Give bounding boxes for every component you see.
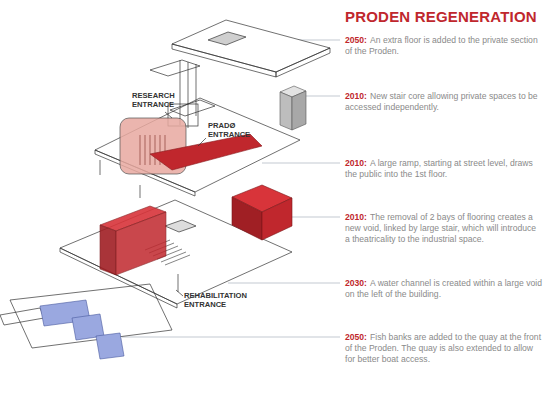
ramp xyxy=(150,134,262,170)
year-label: 2050: xyxy=(345,332,367,342)
entrance-label: REHABILITATION ENTRANCE xyxy=(184,292,264,309)
entrance-leaders xyxy=(165,112,206,296)
note-text: A water channel is created within a larg… xyxy=(345,278,542,299)
note-text: The removal of 2 bays of flooring create… xyxy=(345,212,536,244)
note-text: An extra floor is added to the private s… xyxy=(345,35,538,56)
stair-core xyxy=(280,86,306,130)
timeline-note: 2010:New stair core allowing private spa… xyxy=(345,91,543,113)
timeline-note: 2050:Fish banks are added to the quay at… xyxy=(345,332,543,365)
entrance-label: PRADØ ENTRANCE xyxy=(208,122,258,139)
diagram-title: PRODEN REGENERATION xyxy=(345,8,537,25)
timeline-note: 2030:A water channel is created within a… xyxy=(345,278,543,300)
note-text: New stair core allowing private spaces t… xyxy=(345,91,538,112)
year-label: 2030: xyxy=(345,278,367,288)
year-label: 2010: xyxy=(345,91,367,101)
note-text: Fish banks are added to the quay at the … xyxy=(345,332,541,364)
year-label: 2010: xyxy=(345,158,367,168)
fish-banks xyxy=(40,300,124,359)
timeline-note: 2010:A large ramp, starting at street le… xyxy=(345,158,543,180)
note-text: A large ramp, starting at street level, … xyxy=(345,158,533,179)
red-void-cube xyxy=(232,185,292,240)
year-label: 2010: xyxy=(345,212,367,222)
water-channel-void xyxy=(100,206,166,275)
leader-lines xyxy=(122,40,340,337)
building-outline xyxy=(0,20,330,348)
timeline-note: 2050:An extra floor is added to the priv… xyxy=(345,35,543,57)
year-label: 2050: xyxy=(345,35,367,45)
entrance-label: RESEARCH ENTRANCE xyxy=(132,92,182,109)
timeline-note: 2010:The removal of 2 bays of flooring c… xyxy=(345,212,543,245)
